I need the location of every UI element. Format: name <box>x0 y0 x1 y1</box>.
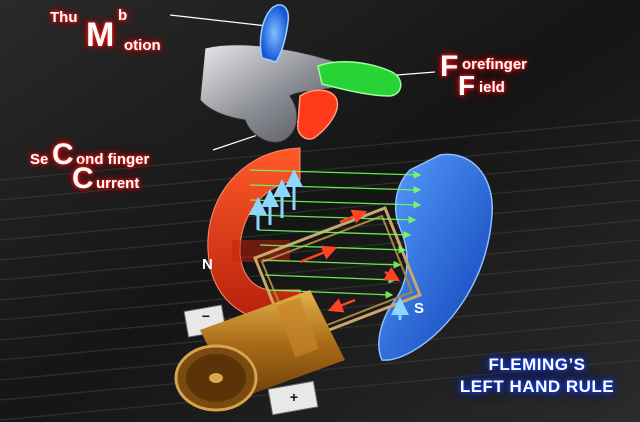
current-label: urrent <box>96 175 140 192</box>
battery-icon <box>174 290 345 416</box>
forefinger-initial: F <box>440 50 459 83</box>
thumb-label: Thu <box>50 10 78 26</box>
thumb-pre: Thu <box>50 9 78 26</box>
field-label: ield <box>479 79 505 96</box>
current-initial: C <box>72 162 94 195</box>
second-pre: Se <box>30 151 49 168</box>
motion-label: otion <box>124 37 161 54</box>
hand-icon <box>199 4 402 143</box>
negative-terminal: − <box>201 308 211 324</box>
title-line-1: FLEMING’S <box>488 355 586 374</box>
second-finger-label: ond finger <box>76 151 150 168</box>
field-initial: F <box>458 70 476 101</box>
motion-initial: M <box>86 16 115 54</box>
forefinger-label: orefinger <box>462 56 528 73</box>
north-pole-label: N <box>202 256 213 273</box>
thumb-suffix: b <box>118 7 128 24</box>
second-initial: C <box>52 138 74 171</box>
positive-terminal: + <box>289 389 299 405</box>
south-pole-label: S <box>414 300 425 317</box>
diagram-title: FLEMING’S LEFT HAND RULE <box>437 354 637 398</box>
title-line-2: LEFT HAND RULE <box>459 377 615 396</box>
